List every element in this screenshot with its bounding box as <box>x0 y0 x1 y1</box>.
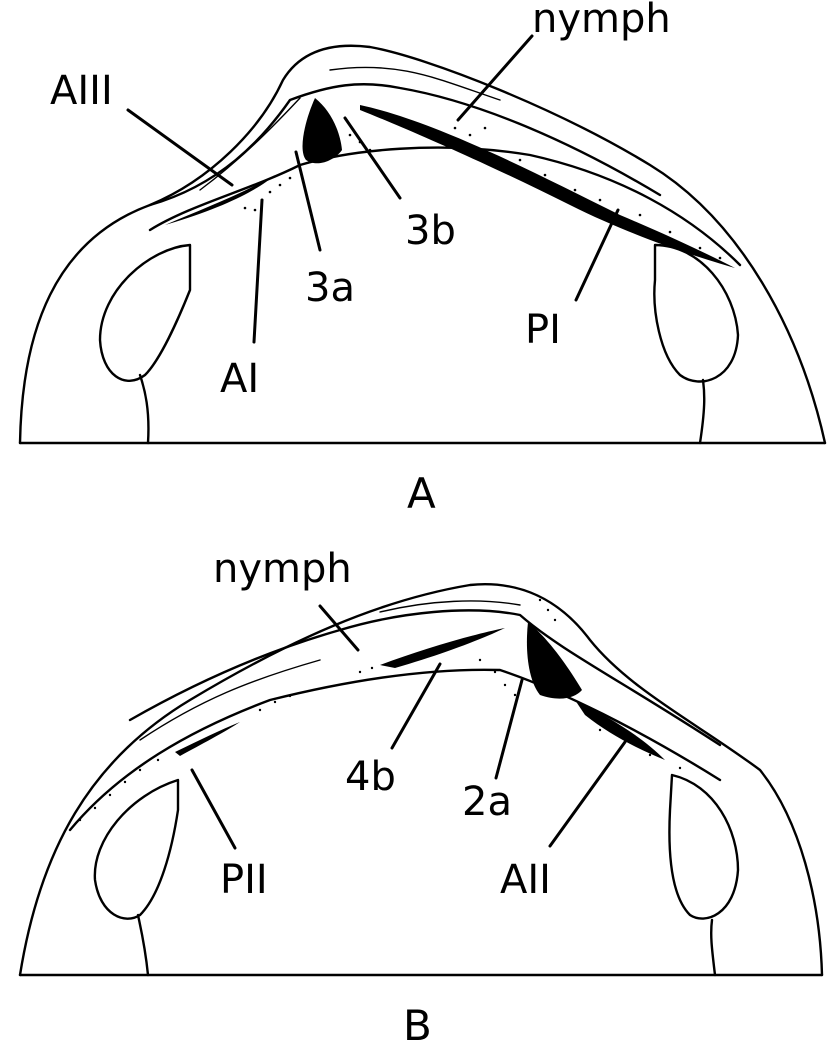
panel-a-left-muscle-scar <box>100 245 190 381</box>
panel-a-tooth-3a <box>303 98 342 163</box>
panel-a-label-nymph: nymph <box>532 0 671 42</box>
panel-b-leader-aii <box>550 742 625 846</box>
panel-a-caption: A <box>407 469 436 518</box>
panel-b: nymph 4b 2a PII AII B <box>20 546 822 1047</box>
panel-b-caption: B <box>403 1001 432 1047</box>
panel-b-hinge-ridge <box>130 610 720 745</box>
panel-b-label-2a: 2a <box>462 779 512 825</box>
panel-a-label-pi: PI <box>525 307 561 353</box>
panel-b-label-aii: AII <box>500 857 551 903</box>
panel-b-label-nymph: nymph <box>213 546 352 592</box>
panel-a-label-ai: AI <box>220 356 259 402</box>
panel-b-leader-2a <box>496 680 522 778</box>
panel-a-hinge-ridge <box>150 84 660 205</box>
panel-a-label-3b: 3b <box>405 208 456 254</box>
panel-a-leader-3b <box>345 118 400 198</box>
panel-a-right-muscle-scar <box>654 245 738 382</box>
panel-a: nymph AIII 3b 3a AI PI A <box>20 0 825 518</box>
panel-b-outer-outline <box>20 584 822 975</box>
panel-b-label-4b: 4b <box>345 754 396 800</box>
panel-b-inner-body <box>138 915 715 975</box>
panel-a-label-3a: 3a <box>305 265 355 311</box>
panel-b-left-muscle-scar <box>95 780 178 919</box>
panel-b-leader-4b <box>392 664 440 748</box>
panel-a-leader-aiii <box>128 110 232 185</box>
panel-a-leader-ai <box>254 200 262 342</box>
panel-b-inner-edge <box>70 670 720 830</box>
panel-a-leader-pi <box>576 210 618 300</box>
panel-b-tooth-4b <box>380 628 505 668</box>
panel-b-leader-pii <box>192 770 235 848</box>
panel-b-label-pii: PII <box>220 857 268 903</box>
panel-b-tooth-2a <box>527 622 582 699</box>
panel-b-right-muscle-scar <box>669 775 738 919</box>
panel-a-label-aiii: AIII <box>50 68 113 114</box>
panel-a-leader-3a <box>296 152 320 250</box>
